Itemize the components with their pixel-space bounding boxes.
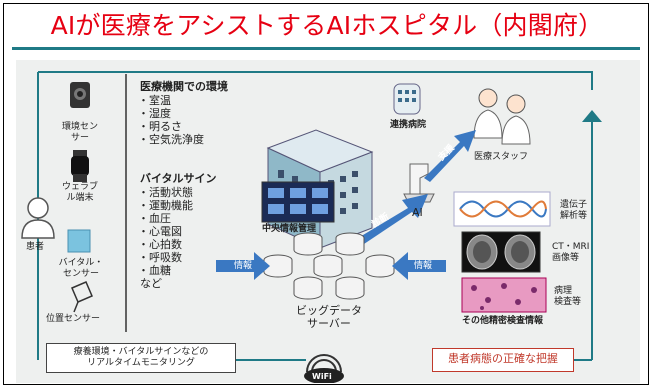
title-rule [12, 47, 640, 50]
vital-item: など [140, 277, 162, 290]
realtime-monitoring-box: 療養環境・バイタルサインなどの リアルタイムモニタリング [46, 343, 236, 373]
pathology-image [461, 277, 547, 313]
top-loop-line [38, 71, 593, 90]
info-left-arrow [216, 252, 270, 280]
wifi-icon [304, 354, 344, 383]
info-right-arrow [392, 252, 446, 280]
env-item: ・明るさ [138, 120, 182, 133]
vital-list: ・活動状態 ・運動機能 ・血圧 ・心電図 ・心拍数 ・呼吸数 ・血糖 など [138, 186, 193, 290]
patient-label: 患者 [26, 242, 45, 252]
patient-icon [21, 197, 55, 239]
partner-hospital-label: 連携病院 [390, 120, 427, 130]
right-loop-arrowhead [582, 110, 602, 122]
env-item: ・室温 [138, 94, 171, 107]
dna-icon [453, 191, 551, 227]
other-tests-label: その他精密検査情報 [462, 316, 544, 326]
env-sensor-label: 環境セン サー [61, 122, 98, 143]
medical-staff-icon [473, 88, 531, 145]
info-right-label: 情報 [414, 261, 433, 271]
env-list: ・室温 ・湿度 ・明るさ ・空気洗浄度 [138, 94, 204, 146]
env-item: ・湿度 [138, 107, 171, 120]
vital-sensor-icon [67, 229, 91, 253]
env-heading: 医療機関での環境 [140, 80, 228, 93]
diagnosis-arrow [358, 194, 428, 244]
ct-mri-label: CT・MRI 画像等 [552, 242, 590, 263]
central-info-label: 中央情報管理 [262, 224, 317, 234]
ai-label: AI [412, 206, 423, 219]
gene-label: 遺伝子 解析等 [560, 200, 588, 221]
ct-mri-images [461, 231, 541, 273]
bigdata-server-icon [263, 232, 395, 300]
vital-sensor-label: バイタル・ センサー [58, 258, 104, 279]
partner-hospital-icon [393, 83, 421, 115]
slide-title: AIが医療をアシストするAIホスピタル（内閣府） [50, 11, 604, 40]
pathology-label: 病理 検査等 [554, 286, 582, 307]
diagram-panel: 環境セン サー ウェラブ ル端末 患者 バイタル・ センサー 位置センサー 医療… [16, 60, 640, 383]
info-left-label: 情報 [234, 261, 253, 271]
env-item: ・空気洗浄度 [138, 133, 204, 146]
location-sensor-label: 位置センサー [46, 314, 101, 324]
medical-staff-label: 医療スタッフ [474, 152, 529, 162]
wearable-label: ウェラブ ル端末 [61, 182, 98, 203]
vital-item: ・血糖 [138, 264, 171, 277]
vital-item: ・血圧 [138, 212, 171, 225]
central-info-screens [268, 188, 328, 214]
bigdata-label: ビッグデータ サーバー [296, 304, 362, 330]
vital-item: ・心拍数 [138, 238, 182, 251]
vital-heading: バイタルサイン [140, 172, 217, 185]
slide-frame [3, 3, 649, 385]
env-sensor-icon [70, 82, 90, 108]
diagram-graphics [21, 71, 602, 383]
vital-item: ・運動機能 [138, 199, 193, 212]
wifi-label: WiFi [312, 372, 332, 381]
vital-item: ・活動状態 [138, 186, 193, 199]
vital-item: ・心電図 [138, 225, 182, 238]
patient-condition-box: 患者病態の正確な把握 [432, 348, 574, 372]
location-sensor-icon [71, 281, 93, 313]
wearable-icon [71, 150, 89, 182]
support-arrow [424, 130, 476, 182]
vital-item: ・呼吸数 [138, 251, 182, 264]
